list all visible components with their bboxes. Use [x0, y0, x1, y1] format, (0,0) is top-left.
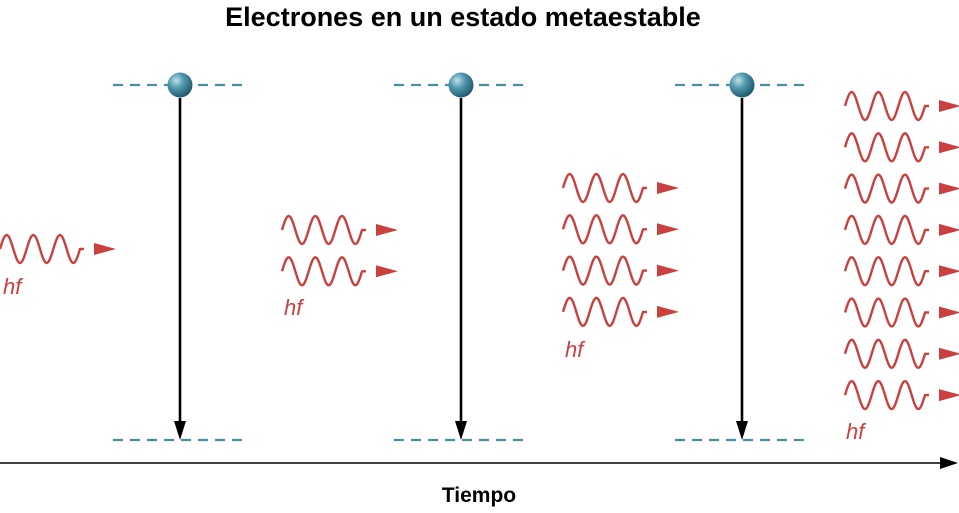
photon-wave: [843, 90, 959, 122]
photons-group: hf hf hf hf: [0, 90, 959, 444]
photon-wave: [843, 379, 959, 411]
transition-arrowhead: [174, 421, 186, 440]
photon-wave: [843, 173, 959, 204]
photon-wave: [843, 214, 959, 246]
photon-arrowhead: [939, 100, 959, 112]
transition-3: [675, 72, 805, 442]
photon-energy-label: hf: [284, 295, 305, 320]
photon-energy-label: hf: [3, 274, 24, 299]
photon-wave-line: [561, 296, 647, 328]
photon-energy-label: hf: [565, 337, 586, 362]
photon-wave: [0, 233, 116, 265]
photon-wave-line: [843, 173, 929, 204]
photon-wave: [843, 132, 959, 163]
photon-wave: [561, 255, 679, 286]
photon-arrowhead: [939, 265, 959, 278]
photon-arrowhead: [939, 389, 959, 402]
photon-wave-line: [843, 338, 929, 369]
photon-wave-line: [843, 132, 929, 163]
time-axis-arrowhead: [940, 457, 958, 469]
photon-wave-line: [843, 297, 929, 328]
photon-arrowhead: [657, 182, 679, 194]
photon-arrowhead: [657, 305, 679, 318]
photon-arrowhead: [94, 243, 116, 255]
photon-wave: [843, 297, 959, 328]
photon-arrowhead: [657, 223, 679, 236]
photon-arrowhead: [376, 224, 398, 236]
photon-wave: [843, 338, 959, 369]
photon-wave-line: [561, 172, 647, 204]
photon-wave: [561, 172, 679, 204]
photon-wave-line: [843, 214, 929, 246]
photon-wave-line: [280, 256, 366, 287]
photon-energy-label: hf: [846, 419, 867, 444]
photon-wave-line: [280, 214, 366, 246]
photon-wave-line: [561, 255, 647, 286]
photon-arrowhead: [939, 223, 959, 236]
photon-arrowhead: [939, 182, 959, 195]
photon-wave-line: [843, 256, 929, 287]
photon-wave: [561, 214, 679, 245]
photon-group-2: hf: [280, 214, 398, 320]
time-axis: [0, 457, 958, 469]
photon-group-1: hf: [0, 233, 116, 299]
electron-ball: [448, 72, 474, 98]
transition-1: [113, 72, 243, 442]
photon-group-3: hf: [561, 172, 679, 362]
photon-arrowhead: [657, 264, 679, 277]
time-axis-label: Tiempo: [442, 484, 516, 507]
photon-wave-line: [843, 379, 929, 411]
photon-wave: [561, 296, 679, 328]
photon-wave: [843, 256, 959, 287]
photon-arrowhead: [376, 265, 398, 278]
photon-arrowhead: [939, 347, 959, 360]
transition-arrowhead: [736, 421, 748, 440]
diagram-title: Electrones en un estado metaestable: [225, 2, 701, 32]
photon-arrowhead: [939, 306, 959, 319]
transition-2: [394, 72, 524, 442]
photon-wave: [280, 214, 398, 246]
photon-wave-line: [0, 233, 84, 265]
photon-wave-line: [843, 90, 929, 122]
transitions-group: [113, 72, 805, 442]
electron-ball: [729, 72, 755, 98]
photon-arrowhead: [939, 141, 959, 154]
transition-arrowhead: [455, 421, 467, 440]
photon-wave-line: [561, 214, 647, 245]
photon-group-4: hf: [843, 90, 959, 444]
photon-wave: [280, 256, 398, 287]
electron-ball: [167, 72, 193, 98]
